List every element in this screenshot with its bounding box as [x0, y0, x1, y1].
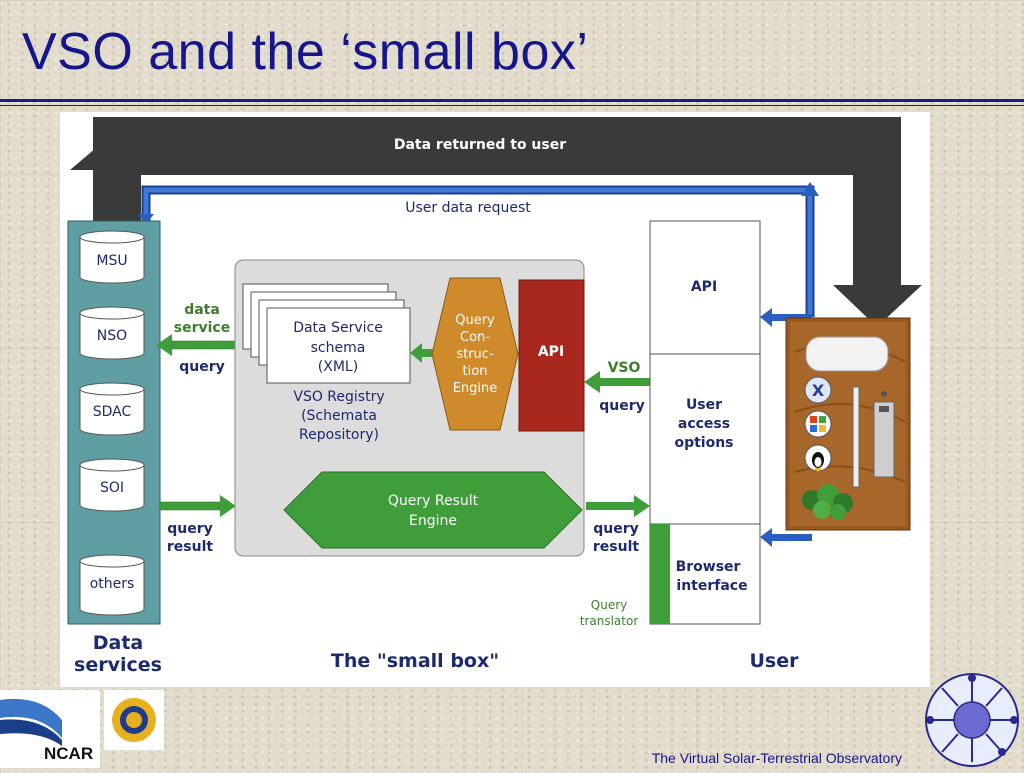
- user-column: API User access options Browser interfac…: [580, 220, 800, 672]
- registry-label-1: VSO Registry: [293, 389, 384, 405]
- data-services-title-2: services: [74, 654, 162, 676]
- user-workstation: X: [785, 317, 911, 531]
- engine-label-4: tion: [463, 364, 488, 379]
- schema-stack: Data Service schema (XML): [242, 283, 411, 384]
- db-msu: MSU: [79, 230, 145, 284]
- architecture-diagram: Data returned to user User data request …: [60, 112, 930, 687]
- slide-title: VSO and the ‘small box’: [22, 23, 589, 81]
- schema-label-1: Data Service: [293, 320, 383, 336]
- query-right-label: query: [599, 398, 645, 414]
- user-data-request-label: User data request: [405, 200, 531, 216]
- engine-label-3: struc-: [456, 347, 494, 362]
- data-returned-label: Data returned to user: [394, 137, 566, 153]
- vso-label: VSO: [608, 360, 641, 376]
- api-block: API: [518, 279, 585, 432]
- data-service-label-1: data: [184, 302, 220, 318]
- query-result-right-label-1: query: [593, 521, 639, 537]
- computer-icon: [852, 386, 895, 488]
- schema-arrow: [410, 343, 434, 363]
- data-services-column: MSU NSO SDAC SOI others Data services: [67, 220, 162, 676]
- registry-label-3: Repository): [299, 427, 379, 443]
- query-result-engine: Query Result Engine: [283, 471, 583, 549]
- blue-browser-arrow: [760, 528, 812, 547]
- result-engine-label-2: Engine: [409, 513, 457, 529]
- windows-icon: [804, 410, 832, 438]
- query-construction-engine: Query Con- struc- tion Engine: [431, 277, 519, 431]
- svg-text:X: X: [812, 381, 825, 400]
- engine-label-1: Query: [455, 313, 495, 328]
- vso-logo: [918, 668, 1024, 768]
- small-box-caption: The "small box": [331, 650, 499, 672]
- query-left-label: query: [179, 359, 225, 375]
- db-label: SOI: [100, 480, 124, 496]
- data-service-label-2: service: [174, 320, 230, 336]
- schema-label-3: (XML): [318, 359, 358, 375]
- footer-text: The Virtual Solar-Terrestrial Observator…: [651, 750, 902, 766]
- query-result-left-label-2: result: [167, 539, 213, 555]
- browser-label-2: interface: [676, 578, 747, 594]
- vso-query-arrow: [584, 371, 650, 393]
- db-nso: NSO: [79, 306, 145, 360]
- user-access-label-1: User: [686, 397, 722, 413]
- db-sdac: SDAC: [79, 382, 145, 436]
- result-from-services-arrow: [159, 495, 236, 517]
- small-box: Data Service schema (XML) VSO Registry (…: [234, 259, 585, 672]
- data-services-title-1: Data: [93, 632, 144, 654]
- api-label: API: [538, 344, 564, 360]
- data-return-path: Data returned to user: [70, 117, 922, 327]
- browser-label-1: Browser: [676, 559, 741, 575]
- db-label: SDAC: [93, 404, 132, 420]
- db-label: others: [90, 576, 135, 592]
- user-request-path: User data request: [138, 182, 819, 317]
- schema-label-2: schema: [311, 340, 366, 356]
- mac-os-icon: X: [804, 376, 832, 404]
- ncar-label: NCAR: [44, 744, 94, 763]
- engine-label-5: Engine: [453, 381, 498, 396]
- title-rule-thin: [0, 105, 1024, 106]
- query-result-to-user-arrow: [586, 495, 650, 517]
- registry-label-2: (Schemata: [301, 408, 377, 424]
- user-access-label-3: options: [674, 435, 733, 451]
- db-others: others: [79, 554, 145, 616]
- user-caption: User: [750, 650, 800, 672]
- plant-icon: [802, 484, 853, 520]
- ncar-logo: [0, 690, 100, 768]
- result-engine-label-1: Query Result: [388, 493, 479, 509]
- query-to-services-arrow: [156, 334, 238, 356]
- user-api-label: API: [691, 279, 717, 295]
- translator-label-1: Query: [591, 598, 627, 612]
- query-result-left-label-1: query: [167, 521, 213, 537]
- translator-label-2: translator: [580, 614, 639, 628]
- db-label: MSU: [96, 253, 127, 269]
- db-label: NSO: [97, 328, 127, 344]
- linux-icon: [804, 444, 832, 472]
- title-rule: [0, 99, 1024, 102]
- query-result-right-label-2: result: [593, 539, 639, 555]
- engine-label-2: Con-: [460, 330, 490, 345]
- user-access-label-2: access: [678, 416, 730, 432]
- db-soi: SOI: [79, 458, 145, 512]
- nsf-logo: [104, 690, 164, 750]
